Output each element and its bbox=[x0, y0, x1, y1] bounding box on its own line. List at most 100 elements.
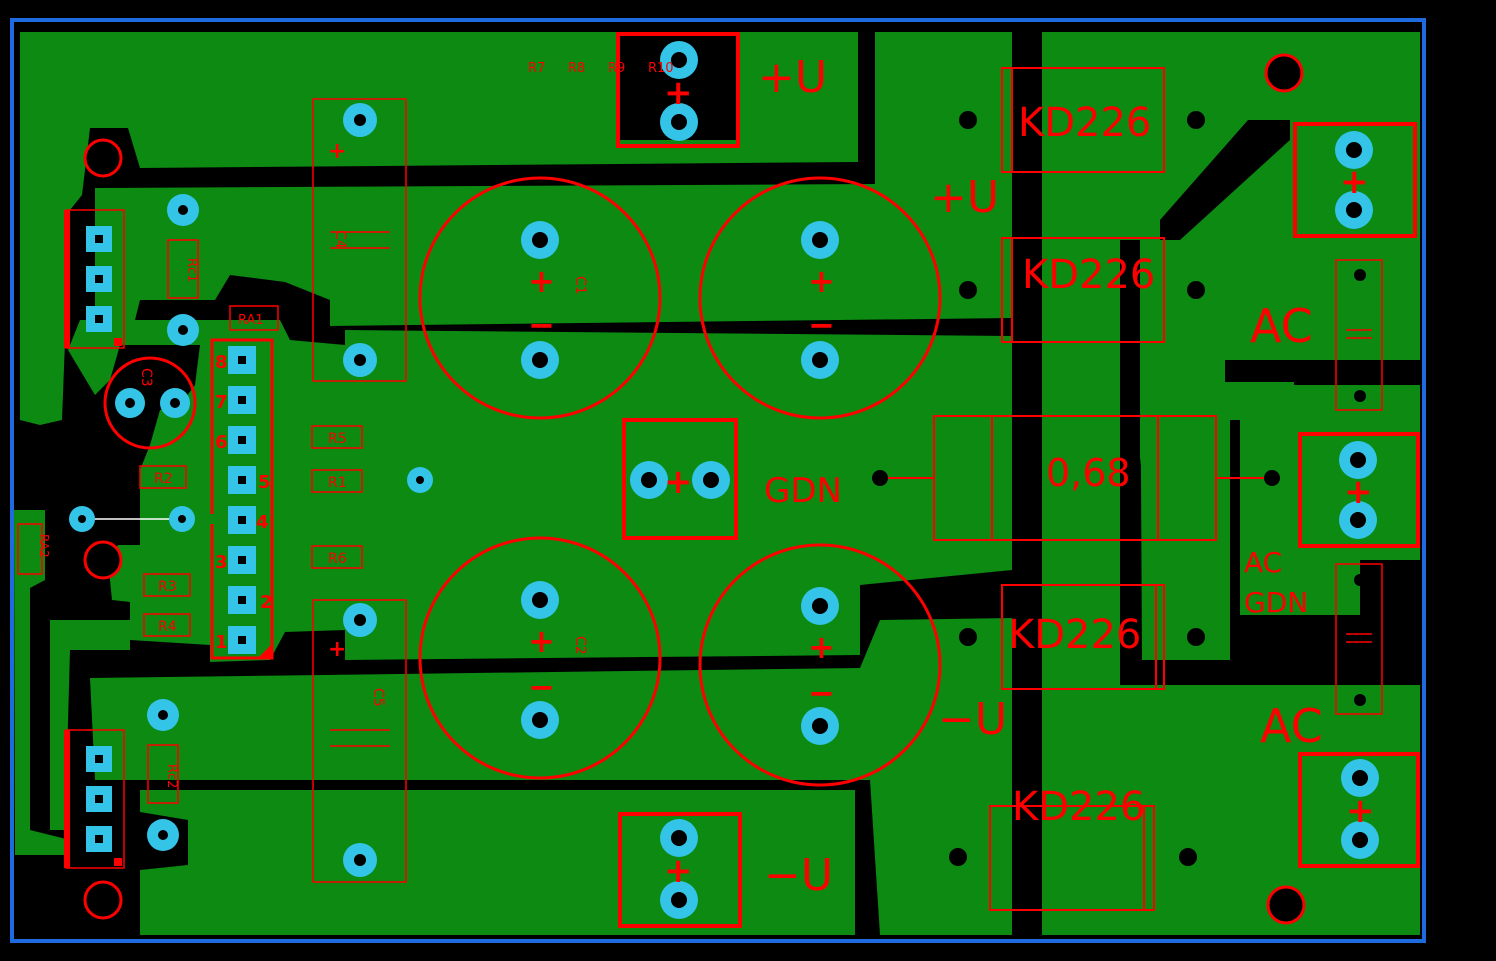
r4-outline bbox=[143, 613, 191, 637]
cap-small-1 bbox=[1335, 259, 1383, 411]
term-gdn-plus: + bbox=[664, 462, 693, 502]
c2-minus: − bbox=[528, 668, 555, 706]
term-minus-u-plus: + bbox=[664, 851, 693, 891]
c5-outline bbox=[312, 599, 407, 883]
r5-outline bbox=[311, 425, 363, 449]
label-resistor-value: 0,68 bbox=[1046, 451, 1131, 495]
c1-outline bbox=[418, 176, 662, 420]
label-rc1: Rc1 bbox=[184, 258, 199, 282]
board-outline bbox=[10, 18, 1426, 943]
label-r2: R2 bbox=[154, 471, 173, 487]
copper-gnd-center bbox=[345, 330, 1012, 660]
label-plus-u-mid: +U bbox=[930, 172, 999, 223]
gap-diagonal bbox=[1160, 120, 1290, 240]
ra1-outline bbox=[229, 305, 279, 331]
mounting-holes bbox=[83, 53, 1306, 925]
c3-outline bbox=[103, 356, 197, 450]
label-ac-top: AC bbox=[1250, 299, 1313, 353]
label-r4: R4 bbox=[158, 619, 177, 635]
gap-ac-bottom bbox=[1220, 660, 1420, 685]
term-plus-u-plus: + bbox=[664, 73, 693, 113]
label-r7: R7 bbox=[528, 61, 545, 76]
c5-plus: + bbox=[328, 637, 346, 662]
c1b-outline bbox=[698, 176, 942, 420]
copper-ac-top bbox=[1225, 32, 1420, 360]
rc2-outline bbox=[147, 744, 179, 804]
copper-left-trace-2 bbox=[50, 620, 130, 830]
label-ra1: RA1 bbox=[238, 313, 264, 328]
gap-ac-top bbox=[1225, 360, 1420, 382]
label-r3: R3 bbox=[158, 579, 177, 595]
pin-number: 6 bbox=[215, 432, 228, 453]
copper-controller-area bbox=[68, 320, 345, 662]
rc1-outline bbox=[167, 239, 199, 299]
pin-number: 4 bbox=[256, 512, 269, 533]
gap-ac-left bbox=[1120, 240, 1140, 685]
c2b-outline bbox=[698, 543, 942, 787]
label-r10: R10 bbox=[648, 61, 674, 76]
label-r5: R5 bbox=[328, 431, 347, 447]
label-c3: C3 bbox=[138, 368, 154, 387]
term-acgdn-plus: + bbox=[1344, 472, 1373, 512]
gap-vertical bbox=[1012, 32, 1042, 937]
c1b-minus: − bbox=[808, 306, 835, 344]
label-r6: R6 bbox=[328, 551, 347, 567]
copper-plus-band bbox=[95, 32, 1012, 340]
mount-hole-l bbox=[83, 540, 123, 580]
c1-plus: + bbox=[528, 262, 555, 300]
label-ac-gdn-2: GDN bbox=[1244, 586, 1308, 619]
label-ac-bottom: AC bbox=[1260, 699, 1323, 753]
labels: +U +U −U −U KD226 KD226 KD226 KD226 AC A… bbox=[37, 52, 1375, 901]
term-ac2-box bbox=[1298, 752, 1420, 868]
c4-plus: + bbox=[328, 139, 346, 164]
label-minus-u-mid: −U bbox=[938, 694, 1007, 745]
label-r1: R1 bbox=[328, 475, 347, 491]
pin-number: 7 bbox=[215, 392, 228, 413]
label-minus-u-bottom: −U bbox=[764, 850, 833, 901]
c4-outline bbox=[312, 98, 407, 382]
c1b-plus: + bbox=[808, 262, 835, 300]
c2b-plus: + bbox=[808, 628, 835, 666]
mount-hole-tr bbox=[1264, 53, 1304, 93]
kd4-outline bbox=[989, 805, 1155, 911]
label-kd3: KD226 bbox=[1008, 612, 1141, 658]
c2b-minus: − bbox=[808, 674, 835, 712]
connector-pin-numbers: 8 7 6 5 4 3 2 1 bbox=[215, 352, 273, 653]
kd2-outline bbox=[1001, 237, 1165, 343]
copper-bottom-rail bbox=[140, 790, 855, 935]
term-minus-u-box bbox=[618, 812, 742, 928]
pin-number: 8 bbox=[215, 352, 228, 373]
mount-hole-tl bbox=[83, 138, 123, 178]
kd1-outline bbox=[1001, 67, 1165, 173]
copper-ac-pad-area bbox=[1240, 385, 1420, 615]
drill-holes bbox=[78, 52, 1368, 908]
pin-number: 2 bbox=[260, 592, 273, 613]
label-kd4: KD226 bbox=[1012, 784, 1145, 830]
term-plus-u-box bbox=[616, 32, 740, 148]
pin-number: 1 bbox=[215, 632, 228, 653]
term-ac1-box bbox=[1293, 122, 1417, 238]
term-acgdn-box bbox=[1298, 432, 1420, 548]
label-kd1: KD226 bbox=[1018, 100, 1151, 146]
c1-minus: − bbox=[528, 306, 555, 344]
label-gdn: GDN bbox=[764, 471, 842, 511]
label-c1: C1 bbox=[572, 276, 588, 295]
r1-outline bbox=[311, 469, 363, 493]
r3-outline bbox=[143, 573, 191, 597]
cap-small-2 bbox=[1335, 563, 1383, 715]
kd3-outline bbox=[1001, 584, 1165, 690]
label-c2: C2 bbox=[572, 636, 588, 655]
label-plus-u-top: +U bbox=[758, 52, 827, 103]
connector-outline bbox=[210, 338, 274, 660]
label-r8: R8 bbox=[568, 61, 585, 76]
term-gdn-box bbox=[622, 418, 738, 540]
term-ac2-plus: + bbox=[1346, 791, 1375, 831]
label-ra2: RA2 bbox=[37, 534, 51, 558]
pin-number: 3 bbox=[215, 552, 228, 573]
label-c5: C5 bbox=[370, 688, 386, 707]
c2-outline bbox=[418, 536, 662, 780]
term-ac1-plus: + bbox=[1340, 162, 1369, 202]
label-r9: R9 bbox=[608, 61, 625, 76]
mount-hole-br bbox=[1266, 885, 1306, 925]
